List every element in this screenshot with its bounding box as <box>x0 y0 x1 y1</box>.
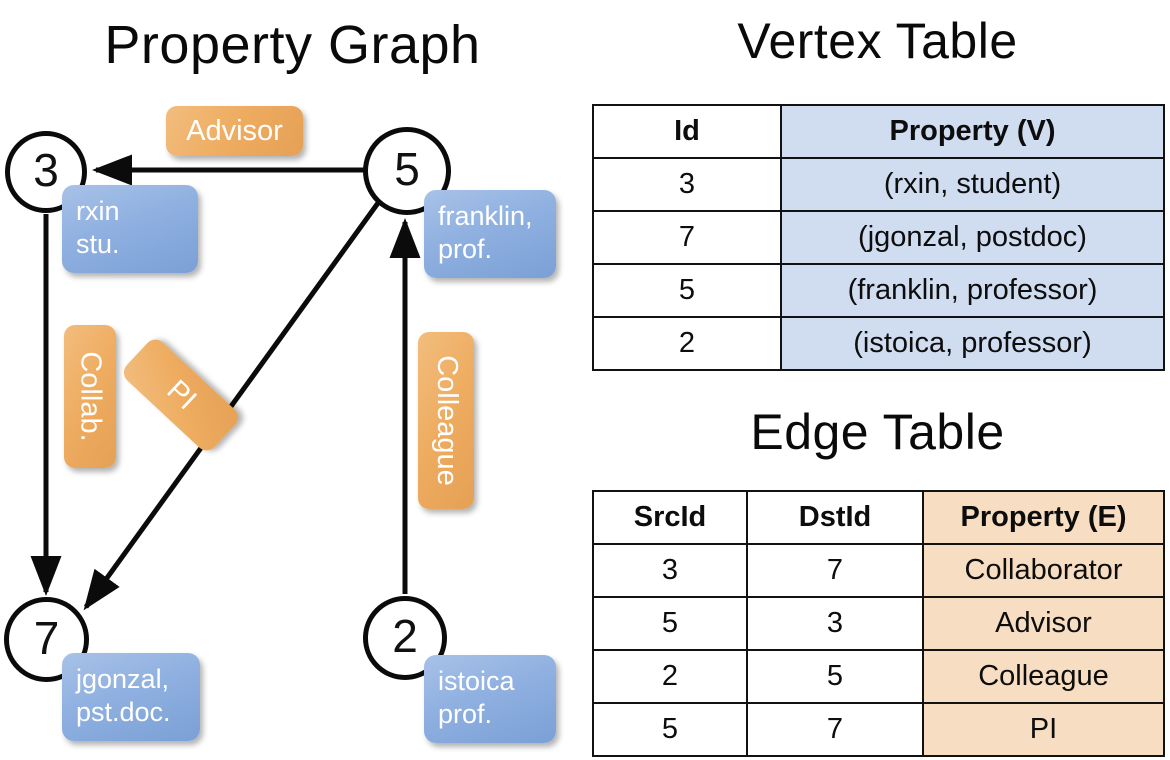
edge-label-advisor-text: Advisor <box>186 114 283 147</box>
edge-row-0-property: Collaborator <box>922 543 1165 598</box>
table-row: 5 3 Advisor <box>592 596 1165 651</box>
page-title-vertex-table: Vertex Table <box>737 13 1018 69</box>
vertex-property-franklin-line1: franklin, <box>438 201 533 231</box>
vertex-row-1-id: 7 <box>592 210 782 265</box>
edge-label-pi-text: PI <box>160 373 203 416</box>
vertex-property-box-jgonzal: jgonzal, pst.doc. <box>62 653 200 741</box>
vertex-row-1-property: (jgonzal, postdoc) <box>780 210 1165 265</box>
vertex-property-istoica-line2: prof. <box>438 698 493 729</box>
vertex-node-3-label: 3 <box>33 144 59 196</box>
vertex-row-0-property: (rxin, student) <box>780 157 1165 212</box>
vertex-node-5[interactable]: 5 <box>363 127 451 215</box>
property-graph-panel: 3 5 7 2 rxin stu. franklin, prof. jgonza… <box>4 106 556 743</box>
edge-table-header-dstid: DstId <box>746 490 924 545</box>
edge-table-header-srcid: SrcId <box>592 490 748 545</box>
vertex-row-0-id: 3 <box>592 157 782 212</box>
edge-row-0-src: 3 <box>592 543 748 598</box>
vertex-property-box-istoica: istoica prof. <box>424 655 556 743</box>
edge-label-colleague-text: Colleague <box>430 355 463 486</box>
vertex-property-rxin-line2: stu. <box>76 228 120 259</box>
edge-row-3-property: PI <box>922 702 1165 757</box>
vertex-row-2-property: (franklin, professor) <box>780 263 1165 318</box>
edge-row-3-dst: 7 <box>746 702 924 757</box>
vertex-property-jgonzal-line2: pst.doc. <box>76 696 171 727</box>
graph-edge-arrows <box>30 154 421 611</box>
table-row: 3 (rxin, student) <box>592 157 1165 212</box>
edge-label-collab: Collab. <box>64 325 116 468</box>
page-title-edge-table: Edge Table <box>750 404 1005 460</box>
edge-label-advisor: Advisor <box>166 106 303 156</box>
edge-table-header-row: SrcId DstId Property (E) <box>592 490 1165 545</box>
edge-row-3-src: 5 <box>592 702 748 757</box>
vertex-table: Id Property (V) 3 (rxin, student) 7 (jgo… <box>592 104 1165 371</box>
edge-table: SrcId DstId Property (E) 3 7 Collaborato… <box>592 490 1165 757</box>
vertex-node-5-label: 5 <box>394 143 420 195</box>
vertex-row-3-property: (istoica, professor) <box>780 316 1165 371</box>
vertex-node-2-label: 2 <box>392 610 418 662</box>
edge-row-2-property: Colleague <box>922 649 1165 704</box>
table-row: 5 7 PI <box>592 702 1165 757</box>
edge-row-1-property: Advisor <box>922 596 1165 651</box>
vertex-property-jgonzal-line1: jgonzal, <box>76 664 170 694</box>
vertex-node-2[interactable]: 2 <box>363 596 447 680</box>
vertex-property-rxin-line1: rxin <box>76 196 120 226</box>
vertex-table-header-property: Property (V) <box>780 104 1165 159</box>
table-row: 7 (jgonzal, postdoc) <box>592 210 1165 265</box>
edge-row-0-dst: 7 <box>746 543 924 598</box>
edge-table-header-property: Property (E) <box>922 490 1165 545</box>
vertex-table-header-id: Id <box>592 104 782 159</box>
vertex-node-7-label: 7 <box>33 611 60 664</box>
vertex-table-header-row: Id Property (V) <box>592 104 1165 159</box>
edge-row-1-src: 5 <box>592 596 748 651</box>
table-row: 2 5 Colleague <box>592 649 1165 704</box>
edge-arrow-pi <box>83 201 381 611</box>
edge-row-1-dst: 3 <box>746 596 924 651</box>
vertex-row-3-id: 2 <box>592 316 782 371</box>
vertex-row-2-id: 5 <box>592 263 782 318</box>
edge-row-2-dst: 5 <box>746 649 924 704</box>
edge-row-2-src: 2 <box>592 649 748 704</box>
table-row: 2 (istoica, professor) <box>592 316 1165 371</box>
edge-label-colleague: Colleague <box>418 332 474 509</box>
vertex-property-franklin-line2: prof. <box>438 233 493 264</box>
vertex-property-box-rxin: rxin stu. <box>62 185 198 273</box>
table-row: 5 (franklin, professor) <box>592 263 1165 318</box>
table-row: 3 7 Collaborator <box>592 543 1165 598</box>
edge-label-collab-text: Collab. <box>74 351 107 442</box>
page-title-property-graph: Property Graph <box>104 15 481 75</box>
vertex-property-box-franklin: franklin, prof. <box>424 190 556 278</box>
vertex-property-istoica-line1: istoica <box>438 666 515 696</box>
